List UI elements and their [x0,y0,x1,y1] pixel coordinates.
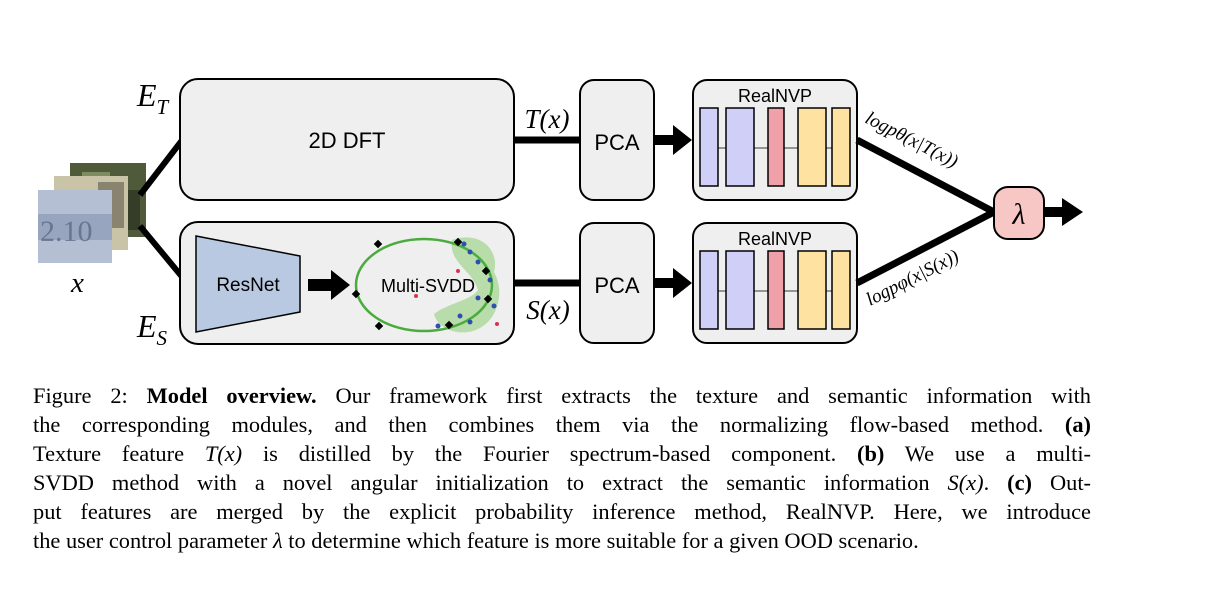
branch-bottom-label: ES [136,308,168,350]
realnvp-bottom-label: RealNVP [738,229,812,249]
flow-layer [725,107,755,187]
flow-layer [699,250,719,330]
flow-layer [699,107,719,187]
branch-top-label: ET [136,77,170,119]
sx-label: S(x) [526,295,569,325]
top-likelihood-label: logpθ(x|T(x)) [862,108,962,173]
flow-layer [797,107,827,187]
top-likelihood-line [855,136,996,216]
resnet-block [195,235,301,333]
output-arrow [1044,198,1083,226]
flow-layer [725,250,755,330]
flow-layer [797,250,827,330]
multi-svdd-diagram: Multi-SVDD [351,237,500,333]
caption-line: the corresponding modules, and then comb… [33,412,1091,437]
caption-line: SVDD method with a novel angular initial… [33,470,1092,495]
svg-text:2.10: 2.10 [40,215,93,248]
pca-to-flow-bottom-arrow [654,268,692,298]
flow-layer [767,107,785,187]
pca-to-flow-top-arrow [654,125,692,155]
input-image-stack: 2.10 [38,163,146,263]
flow-layer [831,250,851,330]
caption-line: Figure 2: Model overview. Our framework … [33,383,1091,408]
resnet-label: ResNet [216,275,280,296]
bottom-likelihood-line [855,208,996,287]
dft-label: 2D DFT [309,128,386,153]
resnet-to-svdd-arrow [308,270,350,300]
model-overview-diagram: 2.10 x ET ES 2D DFT ResNet Multi-SVDD T(… [38,77,1083,350]
branch-bottom-connector [137,224,186,280]
branch-top-connector [137,137,186,197]
caption-line: Texture feature T(x) is distilled by the… [33,441,1091,466]
tx-label: T(x) [525,104,570,134]
lambda-label: λ [1012,198,1026,231]
flow-layer [767,250,785,330]
input-label: x [70,267,84,299]
figure-caption: Figure 2: Model overview. Our framework … [33,381,1091,555]
flow-layer [831,107,851,187]
caption-line: put features are merged by the explicit … [33,499,1091,524]
realnvp-top-label: RealNVP [738,86,812,106]
svdd-label: Multi-SVDD [381,276,475,296]
pca-top-label: PCA [594,130,640,155]
svdd-ring [354,237,494,333]
pca-bottom-label: PCA [594,273,640,298]
caption-line: the user control parameter λ to determin… [33,528,919,553]
